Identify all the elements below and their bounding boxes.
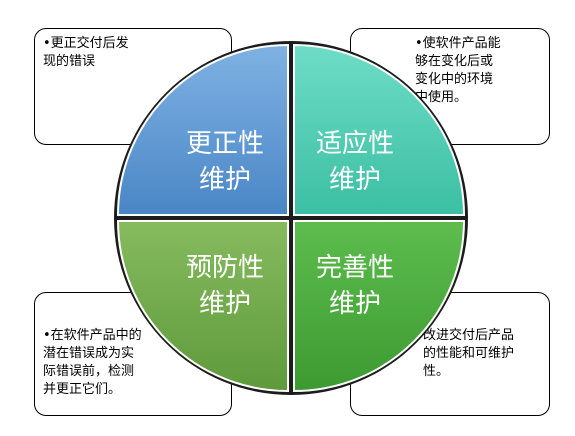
quadrant-adaptive <box>293 43 466 216</box>
note-adaptive-line-4: 中使用。 <box>415 90 468 105</box>
quadrant-corrective <box>116 43 289 216</box>
note-preventive-line-2: 潜在错误成为实 <box>43 346 135 361</box>
note-preventive-line-1: •在软件产品中的 <box>43 328 142 343</box>
label-perfective-line-2: 维护 <box>329 289 381 319</box>
label-corrective-line-2: 维护 <box>199 165 251 195</box>
quadrant-preventive <box>116 220 289 393</box>
note-corrective-line-1: •更正交付后发 <box>43 36 129 51</box>
note-preventive-line-4: 并更正它们。 <box>43 382 122 397</box>
note-corrective-line-2: 现的错误 <box>43 54 96 69</box>
label-adaptive-line-2: 维护 <box>329 165 381 195</box>
note-preventive-line-3: 际错误前，检测 <box>43 364 135 379</box>
label-perfective-line-1: 完善性 <box>316 253 394 283</box>
note-perfective-line-2: 的性能和可维护 <box>423 346 515 361</box>
note-perfective-line-1: 改进交付后产品 <box>423 328 515 343</box>
note-perfective-line-3: 性。 <box>423 364 450 379</box>
note-adaptive-line-1: •使软件产品能 <box>415 36 501 51</box>
label-corrective-line-1: 更正性 <box>186 129 264 159</box>
label-adaptive-line-1: 适应性 <box>316 129 394 159</box>
quadrant-perfective <box>293 220 466 393</box>
label-preventive-line-1: 预防性 <box>186 253 264 283</box>
note-adaptive-line-2: 够在变化后或 <box>415 54 494 69</box>
note-adaptive-line-3: 变化中的环境 <box>415 72 494 87</box>
label-preventive-line-2: 维护 <box>199 289 251 319</box>
